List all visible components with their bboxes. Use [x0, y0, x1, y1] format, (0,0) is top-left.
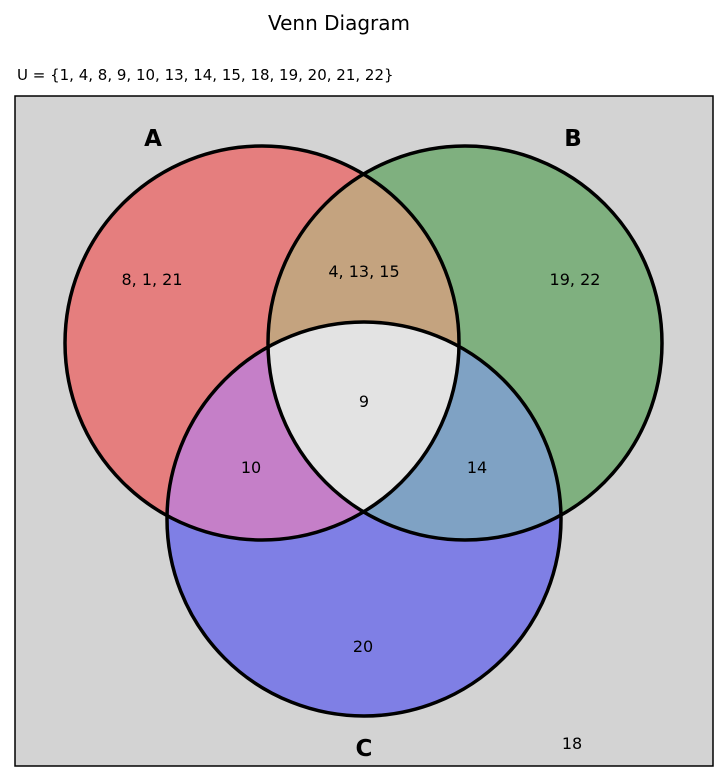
- region-c-only-label: 20: [353, 637, 373, 656]
- set-b-label: B: [564, 126, 582, 152]
- diagram-title: Venn Diagram: [267, 11, 410, 35]
- region-bc-label: 14: [467, 458, 487, 477]
- set-a-outline: [63, 144, 461, 542]
- region-ab-label: 4, 13, 15: [328, 262, 399, 281]
- set-b-outline: [266, 144, 664, 542]
- region-outside-label: 18: [562, 734, 582, 753]
- region-abc-label: 9: [359, 392, 369, 411]
- set-a-label: A: [144, 126, 162, 152]
- region-b-only-label: 19, 22: [550, 270, 601, 289]
- set-c-outline: [165, 320, 563, 718]
- set-c-label: C: [356, 736, 373, 762]
- region-ac-label: 10: [241, 458, 261, 477]
- region-a-only-label: 8, 1, 21: [121, 270, 182, 289]
- universe-set-label: U = {1, 4, 8, 9, 10, 13, 14, 15, 18, 19,…: [17, 66, 394, 84]
